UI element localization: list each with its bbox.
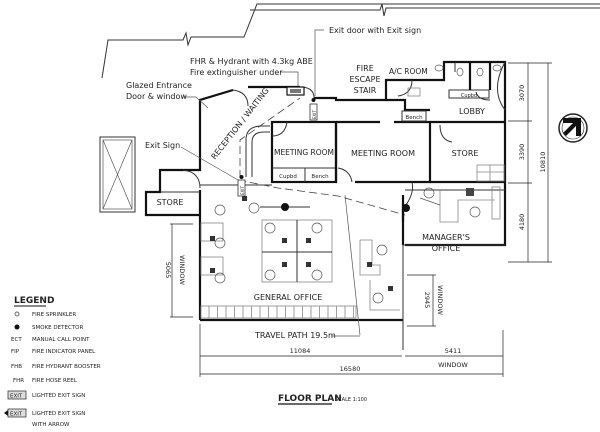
sprinkler-icon [14, 311, 20, 317]
lobby-label: LOBBY [459, 107, 485, 116]
svg-text:EXIT: EXIT [10, 394, 23, 400]
bench-label: Bench [311, 174, 329, 180]
fhr-note-2: Fire extinguisher under [190, 68, 283, 77]
fhr-note: FHR & Hydrant with 4.3kg ABE [190, 57, 313, 66]
travel-path-label: TRAVEL PATH 19.5m [254, 331, 336, 340]
dim-10810: 10810 [539, 152, 547, 173]
scale-label: SCALE 1:100 [335, 397, 367, 403]
dim-5065: 5065 [164, 262, 172, 279]
legend-item-code: FHB [11, 364, 22, 370]
reception-counter [245, 125, 270, 177]
left-dimensions [170, 223, 436, 327]
exit-sign-icon [237, 179, 246, 197]
exterior-walls [144, 60, 507, 350]
exit-tag: EXIT [240, 186, 245, 195]
legend-item-label: SMOKE DETECTOR [32, 325, 83, 331]
bottom-dimensions [199, 324, 504, 377]
window-bottom-label: WINDOW [438, 361, 468, 369]
room-labels: FIRE ESCAPE STAIR A/C ROOM LOBBY Cupbd B… [157, 64, 485, 369]
leader-lines [180, 29, 324, 181]
legend-item-code: FIP [11, 349, 20, 355]
dim-5411: 5411 [445, 347, 462, 355]
fire-escape-label-1: FIRE [356, 64, 374, 73]
legend-item-label: FIRE HYDRANT BOOSTER [32, 364, 101, 370]
ac-room-label: A/C ROOM [389, 67, 428, 76]
dim-3390: 3390 [518, 144, 526, 161]
manager-furniture [419, 186, 501, 223]
smoke-detectors [260, 203, 410, 222]
legend-item-code: ECT [11, 337, 22, 343]
dim-4180: 4180 [518, 214, 526, 231]
meeting-room-2-label: MEETING ROOM [351, 149, 415, 158]
fire-equipment [237, 86, 318, 197]
legend-item-label: FIRE HOSE REEL [32, 378, 78, 384]
floor-plan-title: FLOOR PLAN [278, 394, 342, 404]
store-shelves [476, 164, 505, 182]
north-arrow-icon [558, 113, 588, 143]
exit-sign-icon [7, 390, 27, 400]
legend-item-label-2: WITH ARROW [32, 422, 70, 428]
dim-3070: 3070 [518, 85, 526, 102]
window-left-label: WINDOW [178, 255, 186, 285]
fire-escape-label-3: STAIR [354, 86, 377, 95]
dim-2945: 2945 [423, 292, 431, 309]
store-right-label: STORE [452, 149, 479, 158]
smoke-detector-icon [14, 324, 20, 330]
managers-office-label-1: MANAGER'S [422, 233, 470, 242]
bench-lobby-label: Bench [405, 115, 423, 121]
managers-office-label-2: OFFICE [432, 244, 461, 253]
legend-item-label: LIGHTED EXIT SIGN [32, 393, 85, 399]
glazed-note-2: Door & window [126, 92, 187, 101]
exit-sign-note: Exit Sign [145, 141, 180, 150]
legend-item-label: MANUAL CALL POINT [32, 337, 90, 343]
annotations: FHR & Hydrant with 4.3kg ABE Fire exting… [126, 26, 421, 340]
general-office-label: GENERAL OFFICE [254, 293, 323, 302]
exit-door-note: Exit door with Exit sign [329, 26, 421, 35]
store-left-label: STORE [157, 198, 184, 207]
exit-sign-icon [309, 103, 318, 121]
void-box [99, 136, 136, 213]
site-boundary [101, 3, 600, 79]
dim-16580: 16580 [340, 365, 361, 373]
legend-item-label: FIRE SPRINKLER [32, 312, 76, 318]
dim-11084: 11084 [290, 347, 311, 355]
glazed-note: Glazed Entrance [126, 81, 192, 90]
exit-tag: EXIT [312, 110, 317, 119]
right-dimensions [508, 62, 552, 263]
workstations [200, 196, 400, 311]
window-strip [200, 305, 357, 319]
fire-escape-label-2: ESCAPE [349, 75, 380, 84]
meeting-room-1-label: MEETING ROOM [274, 148, 334, 157]
internal-walls [160, 62, 505, 246]
legend-heading: LEGEND [14, 296, 54, 306]
drawing-title: FLOOR PLAN SCALE 1:100 [278, 394, 367, 405]
svg-text:EXIT: EXIT [10, 412, 23, 418]
smoke-detector-icon [281, 203, 289, 211]
dimension-labels: 3070 3390 4180 10810 5065 2945 11084 541… [164, 85, 547, 373]
cupbd-label: Cupbd [279, 174, 297, 180]
legend-item-code: FHR [13, 378, 24, 384]
legend-item-label: FIRE INDICATOR PANEL [32, 349, 96, 355]
window-right-label: WINDOW [436, 285, 444, 315]
cupbd-lobby-label: Cupbd [461, 93, 477, 99]
travel-path-line [237, 97, 406, 337]
toilets [407, 64, 502, 97]
legend-item-label: LIGHTED EXIT SIGN [32, 411, 85, 417]
exit-arrow-icon [4, 410, 8, 416]
legend: LEGEND FIRE SPRINKLER SMOKE DETECTOR ECT… [4, 296, 101, 428]
